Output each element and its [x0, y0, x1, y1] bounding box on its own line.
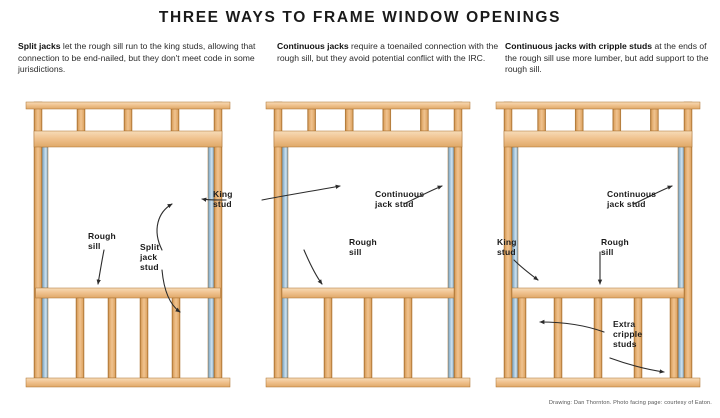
- leader-continuous-jack-2: [403, 185, 443, 205]
- cripple-stud-above: [537, 108, 546, 132]
- cripple-stud-above: [612, 108, 622, 132]
- continuous-jack-stud-left: [281, 146, 289, 379]
- leader-king-stud-left: [261, 184, 341, 201]
- top-plate: [495, 101, 701, 110]
- bottom-plate: [25, 377, 231, 388]
- rough-sill: [35, 287, 221, 299]
- continuous-jack-stud-right: [677, 146, 685, 379]
- caption-3-lead: Continuous jacks with cripple studs: [505, 41, 653, 51]
- leader-split-jack-lower: [161, 269, 181, 313]
- cripple-stud-above: [170, 108, 180, 132]
- extra-cripple-stud-right: [669, 297, 679, 379]
- top-plate: [25, 101, 231, 110]
- cripple-stud-above: [420, 108, 429, 132]
- header-beam: [503, 130, 693, 148]
- cripple-stud-above: [382, 108, 392, 132]
- credit-line: Drawing: Dan Thornton. Photo facing page…: [548, 400, 712, 406]
- caption-2-lead: Continuous jacks: [277, 41, 349, 51]
- leader-king-stud-right: [201, 197, 227, 202]
- cripple-stud-below: [403, 297, 413, 379]
- cripple-stud-below: [139, 297, 149, 379]
- extra-cripple-stud-left: [517, 297, 527, 379]
- cripple-stud-below: [593, 297, 603, 379]
- cripple-stud-above: [76, 108, 86, 132]
- cripple-stud-above: [307, 108, 316, 132]
- diagram-continuous-jacks-cripple: [482, 100, 720, 400]
- header-beam: [33, 130, 223, 148]
- leader-split-jack-upper: [156, 203, 173, 251]
- cripple-stud-below: [553, 297, 563, 379]
- top-plate: [265, 101, 471, 110]
- leader-king-stud-3: [513, 259, 539, 281]
- split-jack-stud-upper-right: [207, 146, 215, 289]
- cripple-stud-above: [344, 108, 354, 132]
- cripple-stud-below: [363, 297, 373, 379]
- caption-continuous-jacks-cripple: Continuous jacks with cripple studs at t…: [505, 41, 720, 76]
- continuous-jack-stud-right: [447, 146, 455, 379]
- split-jack-stud-upper-left: [41, 146, 49, 289]
- caption-continuous-jacks: Continuous jacks require a toenailed con…: [277, 41, 502, 64]
- cripple-stud-below: [107, 297, 117, 379]
- rough-sill: [281, 287, 455, 299]
- cripple-stud-below: [171, 297, 181, 379]
- cripple-stud-above: [123, 108, 133, 132]
- cripple-stud-above: [650, 108, 659, 132]
- split-jack-stud-lower-right: [207, 297, 215, 379]
- leader-rough-sill-2: [303, 249, 323, 285]
- split-jack-stud-lower-left: [41, 297, 49, 379]
- header-beam: [273, 130, 463, 148]
- cripple-stud-above: [574, 108, 584, 132]
- caption-1-lead: Split jacks: [18, 41, 61, 51]
- bottom-plate: [495, 377, 701, 388]
- leader-continuous-jack-3: [633, 185, 673, 205]
- diagram-split-jacks: [12, 100, 252, 400]
- caption-3-body: at the ends of the rough sill use more l…: [505, 41, 709, 75]
- caption-1-body: let the rough sill run to the king studs…: [18, 41, 256, 75]
- bottom-plate: [265, 377, 471, 388]
- cripple-stud-below: [75, 297, 85, 379]
- diagram-continuous-jacks: [252, 100, 492, 400]
- cripple-stud-below: [323, 297, 333, 379]
- leader-extra-cripple-left: [539, 319, 605, 333]
- rough-sill: [511, 287, 685, 299]
- caption-split-jacks: Split jacks let the rough sill run to th…: [18, 41, 258, 76]
- caption-2-body: require a toenailed connection with the …: [277, 41, 499, 63]
- leader-rough-sill-1: [96, 249, 105, 285]
- page-title: THREE WAYS TO FRAME WINDOW OPENINGS: [158, 9, 562, 26]
- leader-extra-cripple-right: [609, 357, 665, 374]
